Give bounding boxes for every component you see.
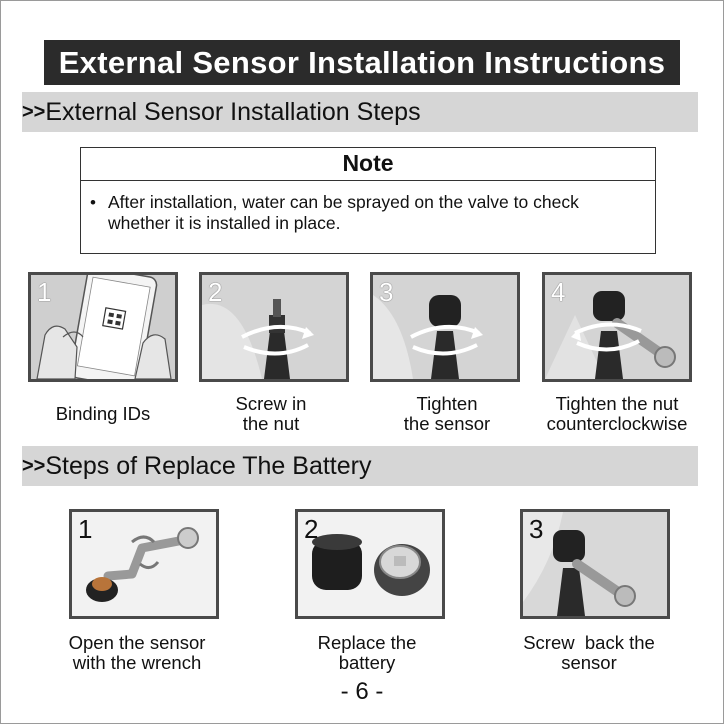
step-number: 2 (304, 514, 319, 544)
screw-back-illustration (523, 512, 667, 616)
caption-line: Screw back the (523, 632, 655, 653)
caption-line: counterclockwise (546, 413, 688, 434)
section-arrows: >> (22, 101, 46, 123)
step-number: 3 (379, 277, 394, 307)
caption-line: Tighten the nut (555, 393, 679, 414)
step-number: 2 (208, 277, 223, 307)
note-text-line: After installation, water can be sprayed… (108, 192, 579, 212)
step-number: 4 (551, 277, 566, 307)
phone-app-illustration (31, 275, 175, 379)
step-image-screw-nut: 2 (199, 272, 349, 382)
step-number: 1 (37, 277, 52, 307)
section-heading-text: Steps of Replace The Battery (45, 452, 372, 480)
caption-line: sensor (561, 652, 617, 673)
step-number: 3 (529, 514, 544, 544)
note-text-line: whether it is installed in place. (108, 213, 341, 233)
caption-line: the sensor (403, 413, 491, 434)
step-caption-tighten-nut: Tighten the nut counterclockwise (532, 394, 702, 434)
battery-cap-illustration (298, 512, 442, 616)
step-caption-replace-battery: Replace the battery (282, 633, 452, 673)
section-heading-text: External Sensor Installation Steps (45, 98, 421, 126)
step-caption-screw-nut: Screw in the nut (196, 394, 346, 434)
caption-line: with the wrench (72, 652, 202, 673)
step-image-tighten-nut: 4 (542, 272, 692, 382)
note-text: • After installation, water can be spray… (81, 181, 655, 234)
step-caption-binding-ids: Binding IDs (28, 404, 178, 424)
bullet-icon: • (90, 193, 96, 212)
caption-line: battery (338, 652, 396, 673)
sensor-cap-illustration (373, 275, 517, 379)
caption-line: Binding IDs (55, 403, 151, 424)
caption-line: the nut (242, 413, 300, 434)
section-heading-battery: >>Steps of Replace The Battery (22, 446, 698, 486)
nut-valve-illustration (202, 275, 346, 379)
page-number: - 6 - (340, 678, 384, 705)
page-title: External Sensor Installation Instruction… (44, 40, 680, 85)
note-title: Note (81, 148, 655, 181)
step-image-screw-back: 3 (520, 509, 670, 619)
wrench-nut-illustration (545, 275, 689, 379)
caption-line: Screw in (235, 393, 307, 414)
step-image-replace-battery: 2 (295, 509, 445, 619)
caption-line: Replace the (317, 632, 417, 653)
caption-line: Tighten (416, 393, 478, 414)
step-caption-tighten-sensor: Tighten the sensor (372, 394, 522, 434)
step-image-tighten-sensor: 3 (370, 272, 520, 382)
step-image-open-sensor: 1 (69, 509, 219, 619)
step-caption-screw-back: Screw back the sensor (504, 633, 674, 673)
section-arrows: >> (22, 455, 46, 477)
caption-line: Open the sensor (68, 632, 206, 653)
section-heading-installation: >>External Sensor Installation Steps (22, 92, 698, 132)
step-number: 1 (78, 514, 93, 544)
step-image-binding-ids: 1 (28, 272, 178, 382)
step-caption-open-sensor: Open the sensor with the wrench (52, 633, 222, 673)
wrench-sensor-illustration (72, 512, 216, 616)
note-box: Note • After installation, water can be … (80, 147, 656, 254)
